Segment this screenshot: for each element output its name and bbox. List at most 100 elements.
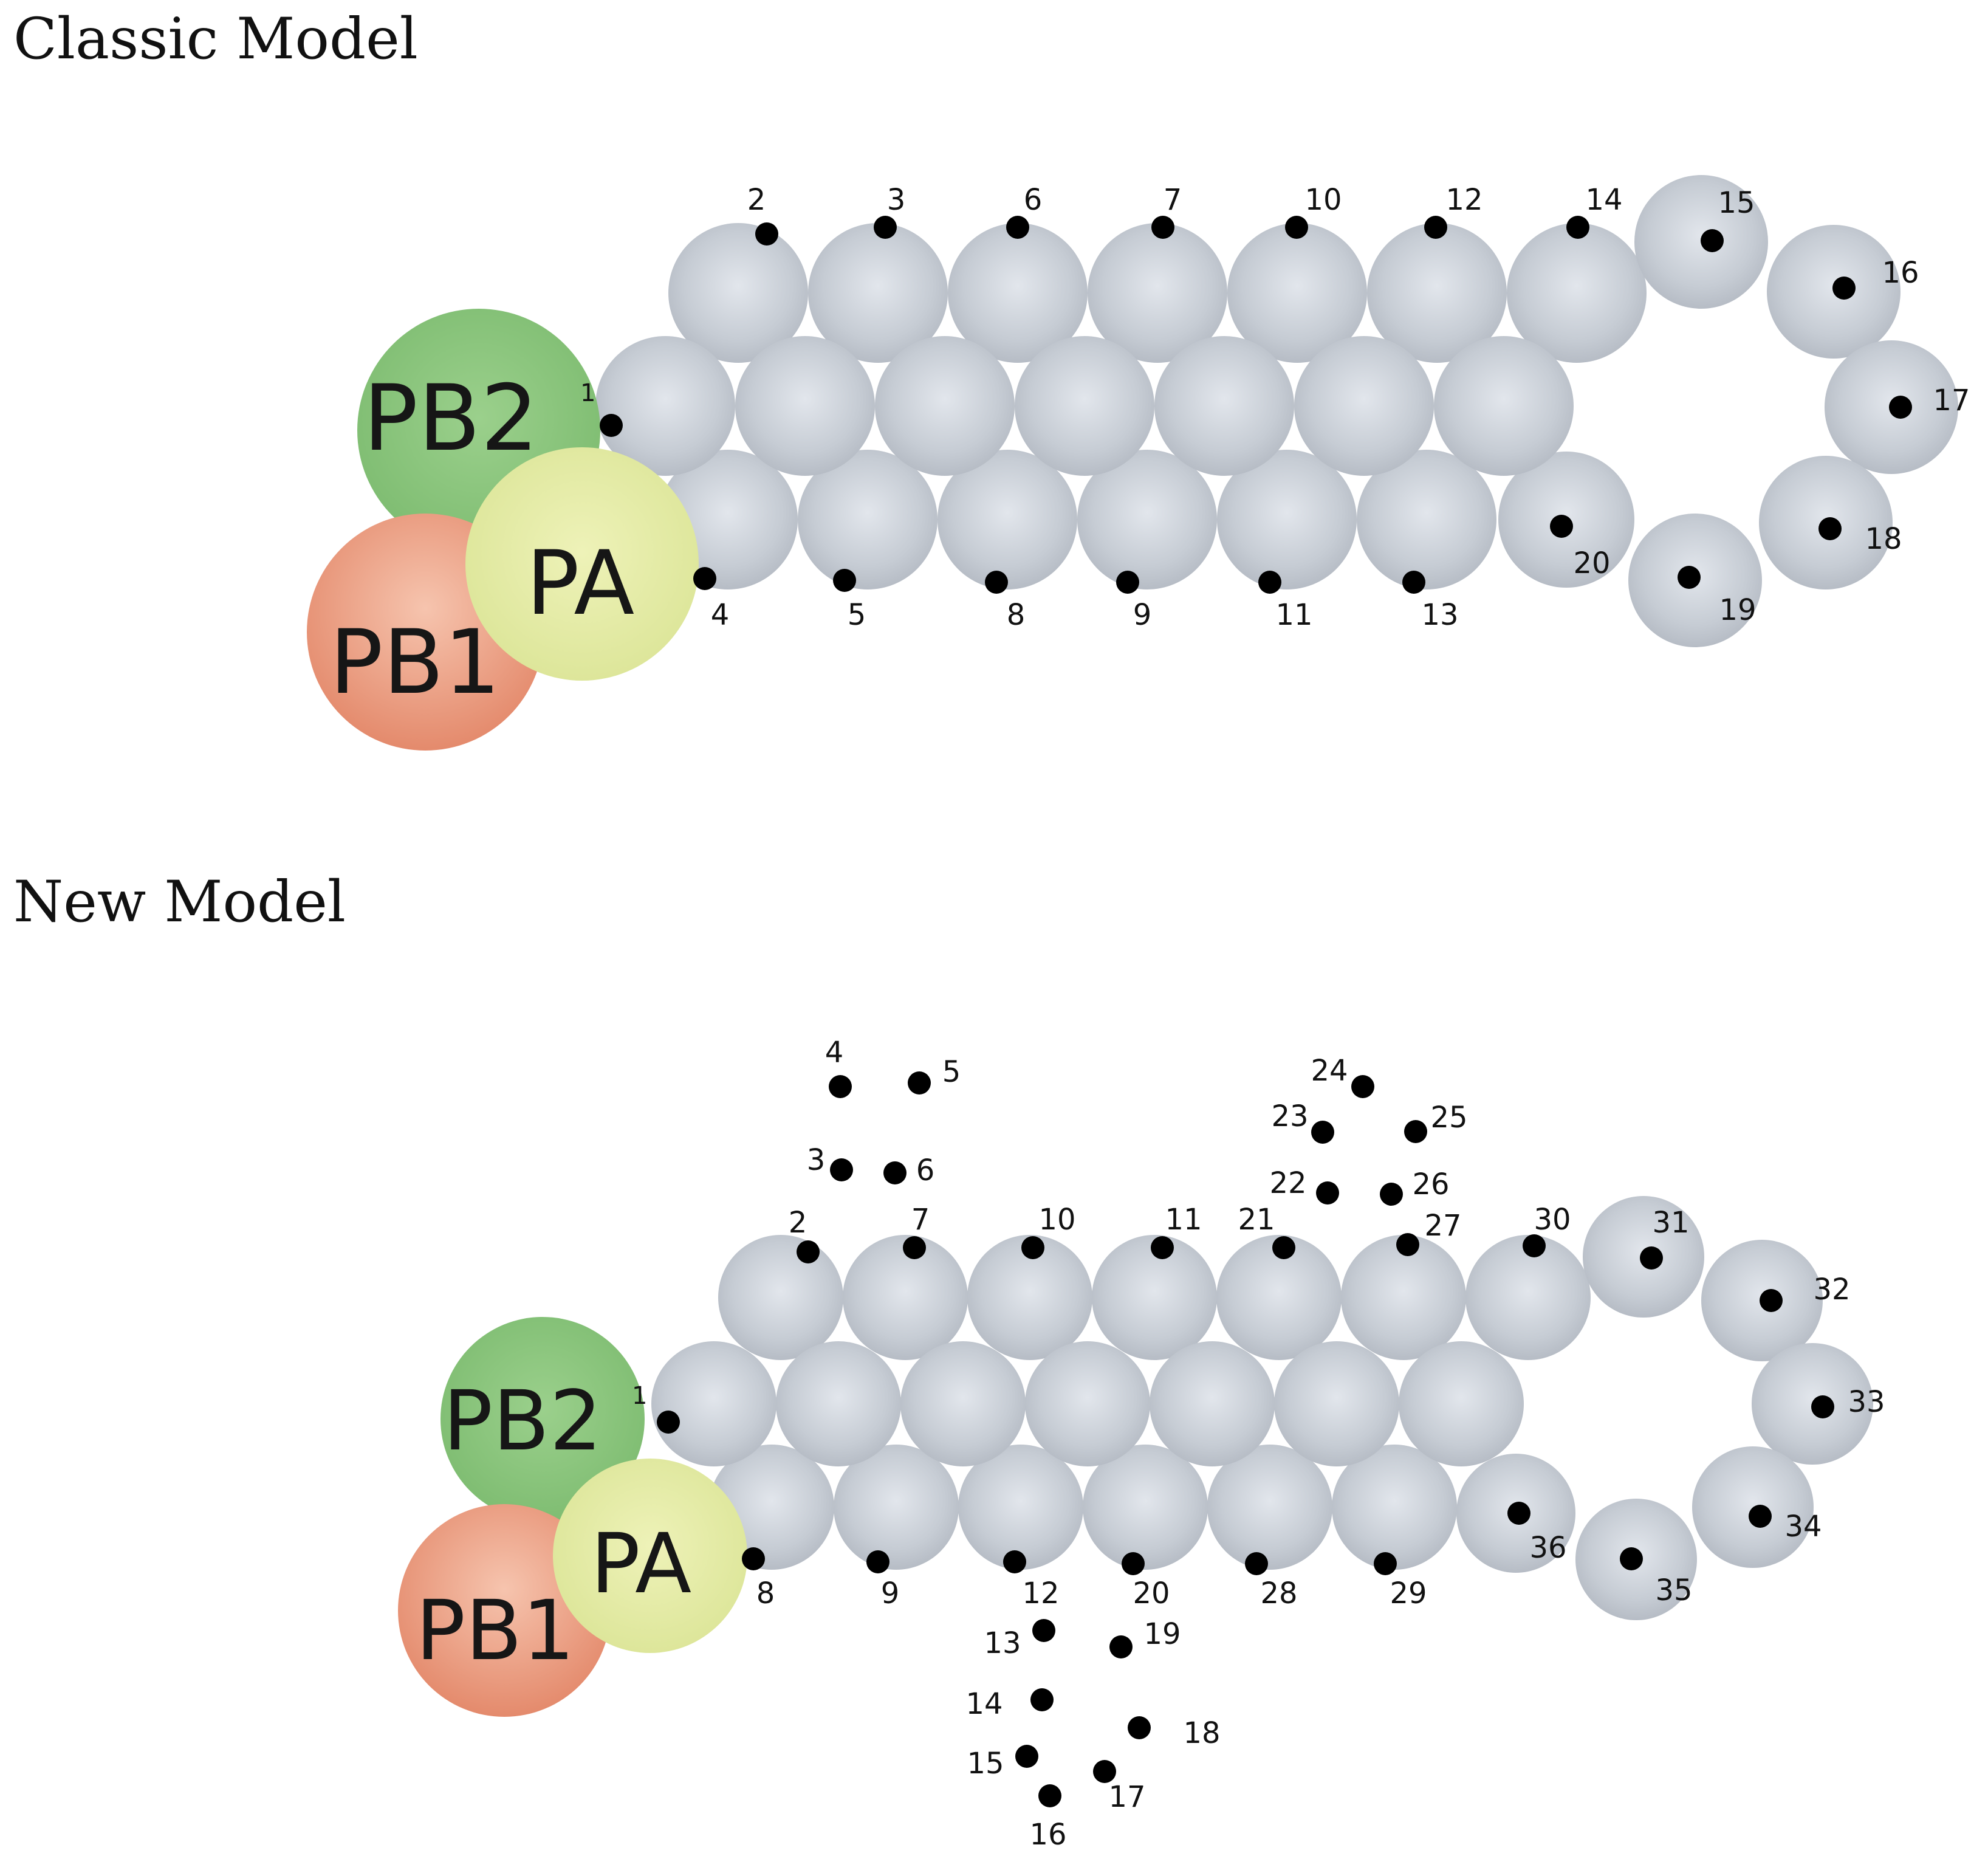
position-dot (1122, 1552, 1145, 1575)
position-dot (1316, 1181, 1339, 1205)
position-dot (1038, 1784, 1061, 1807)
position-label: 6 (1024, 183, 1043, 217)
position-label: 7 (911, 1203, 930, 1237)
position-dot (1374, 1552, 1397, 1575)
position-label: 1 (632, 1382, 647, 1410)
position-label: 30 (1534, 1203, 1571, 1237)
np-subunit (595, 336, 735, 476)
position-dot (1404, 1120, 1427, 1143)
classic-model-panel: Classic Model (13, 6, 1970, 751)
position-dot (1151, 1236, 1174, 1259)
position-dot (1030, 1688, 1054, 1711)
position-dot (1032, 1619, 1055, 1642)
np-subunit (1216, 1235, 1342, 1360)
classic-np-middle-row (595, 336, 1574, 476)
position-dot (742, 1547, 765, 1570)
position-label: 16 (1882, 256, 1919, 290)
position-dot (755, 222, 778, 246)
np-subunit (1217, 450, 1357, 589)
position-label: 5 (942, 1055, 961, 1089)
np-subunit (1357, 450, 1496, 589)
np-subunit (1434, 336, 1574, 476)
pb2-subunit (440, 1317, 645, 1521)
position-label: 4 (825, 1036, 844, 1070)
np-subunit (668, 223, 808, 363)
position-label: 2 (789, 1206, 807, 1240)
position-label: 25 (1430, 1101, 1467, 1135)
np-subunit (1083, 1445, 1208, 1570)
position-dot (1507, 1502, 1530, 1525)
classic-position-labels: 1 2 3 4 5 6 7 8 9 10 11 12 13 14 15 16 1… (580, 183, 1970, 632)
position-dot (1749, 1505, 1772, 1528)
position-dot (903, 1236, 926, 1259)
position-dot (1311, 1121, 1334, 1144)
np-subunit (1015, 336, 1154, 476)
position-dot (797, 1240, 820, 1263)
position-label: 11 (1275, 598, 1312, 632)
position-dot (1093, 1760, 1116, 1783)
classic-position-dots (600, 216, 1912, 594)
position-dot (1351, 1075, 1374, 1098)
position-label: 4 (711, 598, 730, 632)
new-position-labels: 1 2 3 4 5 6 7 8 9 10 11 12 13 14 15 16 1… (632, 1036, 1885, 1852)
position-label: 5 (848, 598, 866, 632)
pb2-label: PB2 (363, 366, 539, 472)
position-label: 34 (1784, 1510, 1822, 1544)
position-label: 19 (1143, 1617, 1181, 1651)
np-subunit (1092, 1235, 1217, 1360)
np-subunit (834, 1445, 959, 1570)
np-subunit (1692, 1446, 1814, 1568)
position-label: 12 (1022, 1576, 1059, 1610)
position-dot (1424, 216, 1447, 239)
np-subunit (808, 223, 948, 363)
position-label: 33 (1848, 1385, 1885, 1419)
np-subunit (1150, 1341, 1275, 1466)
pa-label: PA (591, 1516, 691, 1612)
np-subunit (948, 223, 1088, 363)
position-label: 6 (916, 1153, 935, 1187)
np-subunit (1341, 1235, 1466, 1360)
pb2-label: PB2 (443, 1373, 602, 1469)
np-subunit (1507, 223, 1647, 363)
position-label: 29 (1390, 1576, 1427, 1610)
np-subunit (651, 1341, 776, 1466)
np-subunit (1154, 336, 1294, 476)
position-label: 17 (1108, 1780, 1145, 1814)
position-dot (600, 414, 623, 437)
position-dot (1550, 515, 1573, 538)
position-dot (1021, 1236, 1044, 1259)
position-label: 26 (1412, 1167, 1449, 1201)
position-dot (1258, 571, 1281, 594)
position-label: 11 (1165, 1203, 1202, 1237)
position-label: 20 (1573, 546, 1610, 580)
position-dot (1678, 566, 1701, 589)
position-label: 32 (1813, 1273, 1850, 1307)
position-dot (1003, 1550, 1026, 1573)
np-subunit (1367, 223, 1507, 363)
position-label: 21 (1238, 1203, 1275, 1237)
position-label: 8 (1007, 598, 1026, 632)
position-dot (1128, 1716, 1151, 1739)
pa-subunit (465, 447, 699, 681)
pb1-label: PB1 (329, 611, 500, 714)
position-label: 9 (881, 1576, 900, 1610)
position-label: 13 (1421, 598, 1458, 632)
position-label: 9 (1133, 598, 1152, 632)
position-dot (985, 571, 1008, 594)
new-np-bottom-row (709, 1445, 1575, 1573)
np-subunit (1465, 1235, 1591, 1360)
position-dot (866, 1550, 889, 1573)
np-subunit (958, 1445, 1083, 1570)
np-subunit (776, 1341, 901, 1466)
np-subunit (1274, 1341, 1399, 1466)
position-dot (1396, 1233, 1419, 1256)
position-label: 2 (747, 183, 766, 217)
position-dot (1109, 1635, 1133, 1658)
np-subunit (735, 336, 875, 476)
position-dot (833, 569, 856, 592)
position-label: 16 (1029, 1818, 1066, 1852)
np-subunit (1025, 1341, 1150, 1466)
position-label: 18 (1183, 1716, 1220, 1750)
position-label: 14 (965, 1687, 1003, 1721)
position-dot (1818, 517, 1842, 540)
